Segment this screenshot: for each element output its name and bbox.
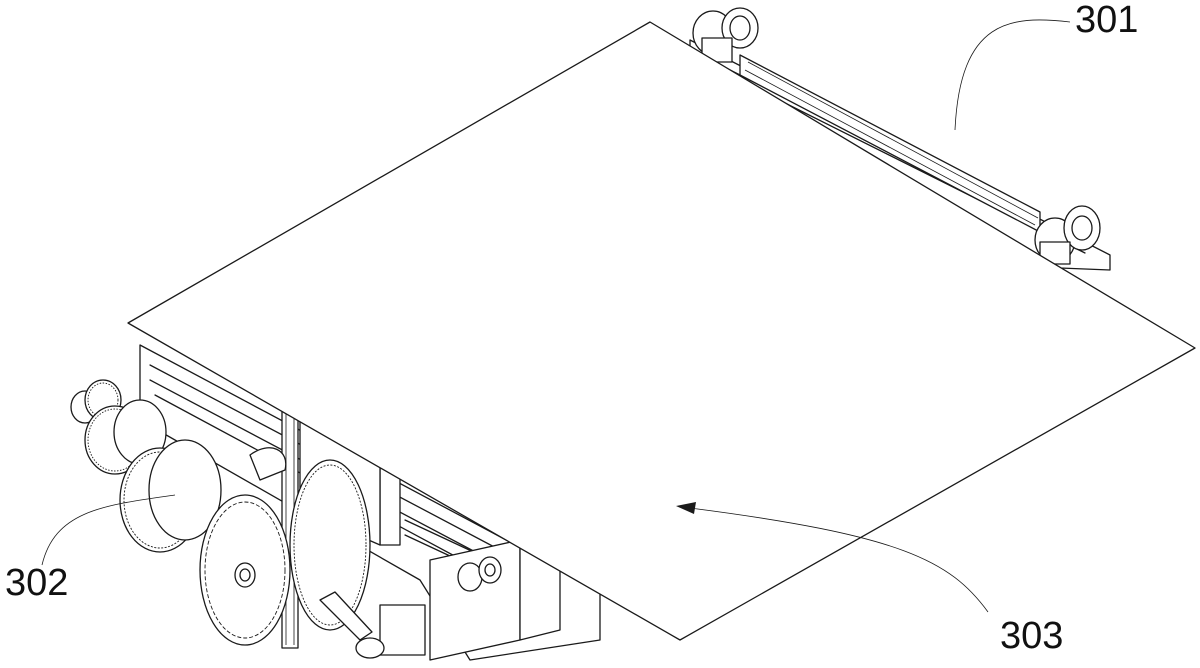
sheet-plate: [127, 21, 1196, 641]
arrowhead-303: [676, 502, 696, 514]
label-301: 301: [1075, 0, 1138, 41]
label-303: 303: [1000, 615, 1063, 657]
rear-roller-assembly: [689, 7, 1111, 271]
gear-train: [70, 379, 426, 659]
leader-lines: [41, 19, 1071, 613]
label-302: 302: [5, 562, 68, 604]
